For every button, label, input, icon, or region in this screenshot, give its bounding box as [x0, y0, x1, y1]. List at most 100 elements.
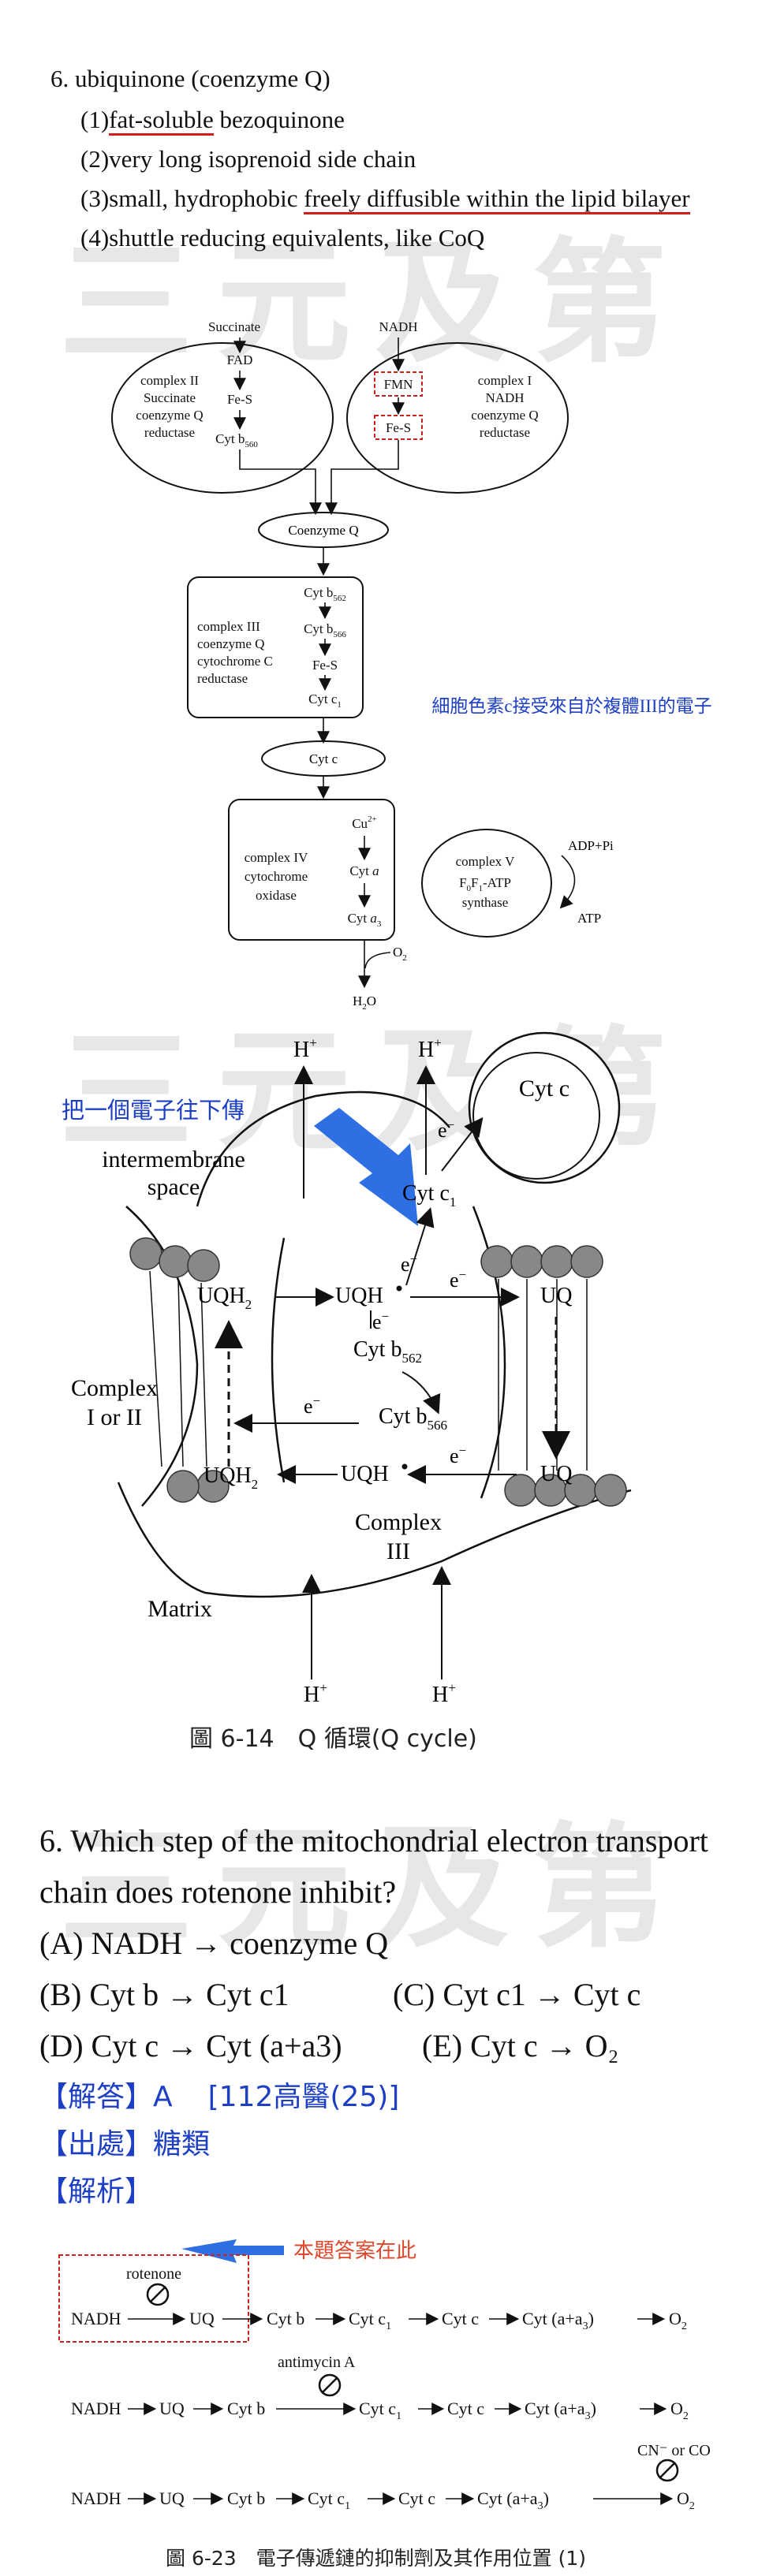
svg-text:O2: O2: [670, 2399, 689, 2422]
source-line: 【出處】糖類: [39, 2128, 211, 2160]
svg-text:FMN: FMN: [384, 377, 413, 392]
svg-text:reductase: reductase: [480, 425, 530, 440]
svg-text:Fe-S: Fe-S: [312, 658, 338, 673]
svg-text:coenzyme Q: coenzyme Q: [471, 408, 538, 423]
complex3-label: Complex: [355, 1509, 442, 1535]
svg-text:e−: e−: [450, 1267, 466, 1292]
nadh-label: NADH: [379, 319, 417, 334]
callout-arrow: [181, 2239, 284, 2263]
qcycle-annotation: 把一個電子往下傳: [62, 1098, 245, 1124]
uqh2-top-label: UQH2: [197, 1284, 252, 1312]
svg-text:cytochrome: cytochrome: [245, 869, 308, 884]
complex12-label: Complex: [71, 1375, 158, 1401]
svg-text:O2: O2: [677, 2488, 695, 2512]
complex5-title: complex V: [456, 854, 515, 869]
cytc-label: Cyt c: [309, 751, 338, 766]
svg-text:synthase: synthase: [462, 895, 509, 910]
lipid-heads: [129, 1237, 627, 1507]
svg-text:coenzyme Q: coenzyme Q: [197, 636, 264, 651]
complex3-box: [187, 576, 364, 718]
inhibit-symbol: [146, 2283, 170, 2306]
svg-text:reductase: reductase: [144, 425, 195, 440]
svg-text:Cyt b560: Cyt b560: [215, 431, 258, 449]
svg-text:cytochrome C: cytochrome C: [197, 654, 273, 669]
figure-caption: 圖 6-23 電子傳遞鏈的抑制劑及其作用位置 (1): [166, 2547, 587, 2570]
svg-text:Cyt a3: Cyt a3: [348, 911, 382, 929]
analysis-label: 【解析】: [39, 2175, 154, 2208]
etc-diagram: Succinate NADH complex II Succinate coen…: [111, 319, 712, 1012]
complex2-title: complex II: [140, 373, 199, 388]
atp-label: ATP: [577, 911, 601, 926]
list-item: (1)fat-soluble bezoquinone: [80, 104, 345, 136]
uq-bottom-label: UQ: [540, 1462, 572, 1486]
svg-text:Fe-S: Fe-S: [386, 420, 411, 435]
complex2-ellipse: [111, 342, 334, 494]
complex5-ellipse: [421, 829, 552, 938]
h-plus-label: H+: [293, 1035, 317, 1062]
uqh-dot-bottom-label: UQH: [341, 1462, 389, 1486]
svg-text:Cyt (a+a3): Cyt (a+a3): [477, 2488, 549, 2512]
svg-text:UQ: UQ: [189, 2309, 215, 2328]
svg-text:Cyt c1: Cyt c1: [359, 2399, 401, 2422]
cytc-note: 細胞色素c接受來自於複體III的電子: [431, 696, 711, 716]
svg-text:Fe-S: Fe-S: [227, 392, 252, 407]
option-d: (D) Cyt c → Cyt (a+a3): [39, 2028, 342, 2063]
list-item: (4)shuttle reducing equivalents, like Co…: [80, 224, 485, 252]
callout-label: 本題答案在此: [293, 2239, 416, 2262]
complex1-title: complex I: [478, 373, 532, 388]
complex4-box: [228, 799, 395, 941]
svg-text:e−: e−: [304, 1393, 320, 1418]
h-plus-label: H+: [418, 1035, 442, 1062]
svg-text:NADH: NADH: [71, 2309, 121, 2328]
svg-text:NADH: NADH: [71, 2399, 121, 2418]
rotenone-label: rotenone: [126, 2265, 181, 2283]
water-label: H2O: [353, 993, 376, 1012]
adp-label: ADP+Pi: [568, 838, 614, 853]
intermembrane-label: intermembrane: [102, 1146, 245, 1172]
antimycin-label: antimycin A: [278, 2354, 356, 2371]
list-item: (2)very long isoprenoid side chain: [80, 145, 416, 173]
svg-text:Cyt (a+a3): Cyt (a+a3): [522, 2309, 594, 2332]
uq-top-label: UQ: [540, 1284, 572, 1308]
h-plus-label: H+: [304, 1680, 327, 1707]
cytc-inner-circle: [472, 1052, 600, 1180]
svg-text:III: III: [386, 1538, 410, 1564]
inhibit-symbol: [318, 2373, 342, 2397]
svg-text:e−: e−: [450, 1443, 466, 1467]
svg-text:e−: e−: [372, 1309, 389, 1333]
svg-text:oxidase: oxidase: [256, 888, 297, 903]
svg-text:Cyt c1: Cyt c1: [308, 692, 342, 710]
cytc1-label: Cyt c1: [402, 1181, 456, 1210]
option-e: (E) Cyt c → O₂: [422, 2028, 619, 2063]
svg-text:Cu2+: Cu2+: [352, 815, 377, 831]
svg-text:Cyt c1: Cyt c1: [349, 2309, 391, 2332]
cytb566-label: Cyt b566: [379, 1404, 447, 1433]
uqh2-bottom-label: UQH2: [204, 1463, 258, 1492]
underlined-term: freely diffusible within the lipid bilay…: [304, 185, 690, 214]
svg-text:reductase: reductase: [197, 671, 248, 686]
svg-text:Cyt (a+a3): Cyt (a+a3): [525, 2399, 596, 2422]
fes-box: [374, 415, 423, 440]
list-item: (3)small, hydrophobic freely diffusible …: [80, 183, 690, 214]
coenzyme-q-label: Coenzyme Q: [288, 523, 358, 538]
svg-text:coenzyme Q: coenzyme Q: [136, 408, 203, 423]
svg-text:Cyt c: Cyt c: [442, 2309, 479, 2328]
svg-text:UQ: UQ: [159, 2488, 185, 2508]
svg-text:O2: O2: [393, 945, 407, 963]
fmn-box: [374, 371, 423, 397]
svg-text:Cyt b: Cyt b: [227, 2399, 265, 2418]
complex4-title: complex IV: [245, 850, 308, 865]
svg-text:UQ: UQ: [159, 2399, 185, 2418]
svg-text:e−: e−: [438, 1117, 454, 1142]
svg-text:O2: O2: [669, 2309, 687, 2332]
h-plus-label: H+: [432, 1680, 456, 1707]
cytb562-label: Cyt b562: [353, 1337, 422, 1366]
svg-text:FAD: FAD: [227, 352, 253, 367]
svg-text:F0F1-ATP: F0F1-ATP: [459, 875, 511, 893]
svg-text:NADH: NADH: [485, 390, 524, 405]
inhibit-symbol: [655, 2459, 679, 2482]
answer-line: 【解答】A[112高醫(25)]: [39, 2081, 400, 2113]
svg-text:space: space: [148, 1174, 200, 1200]
answer-highlight-box: [58, 2254, 249, 2343]
option-a: (A) NADH → coenzyme Q: [39, 1925, 389, 1961]
